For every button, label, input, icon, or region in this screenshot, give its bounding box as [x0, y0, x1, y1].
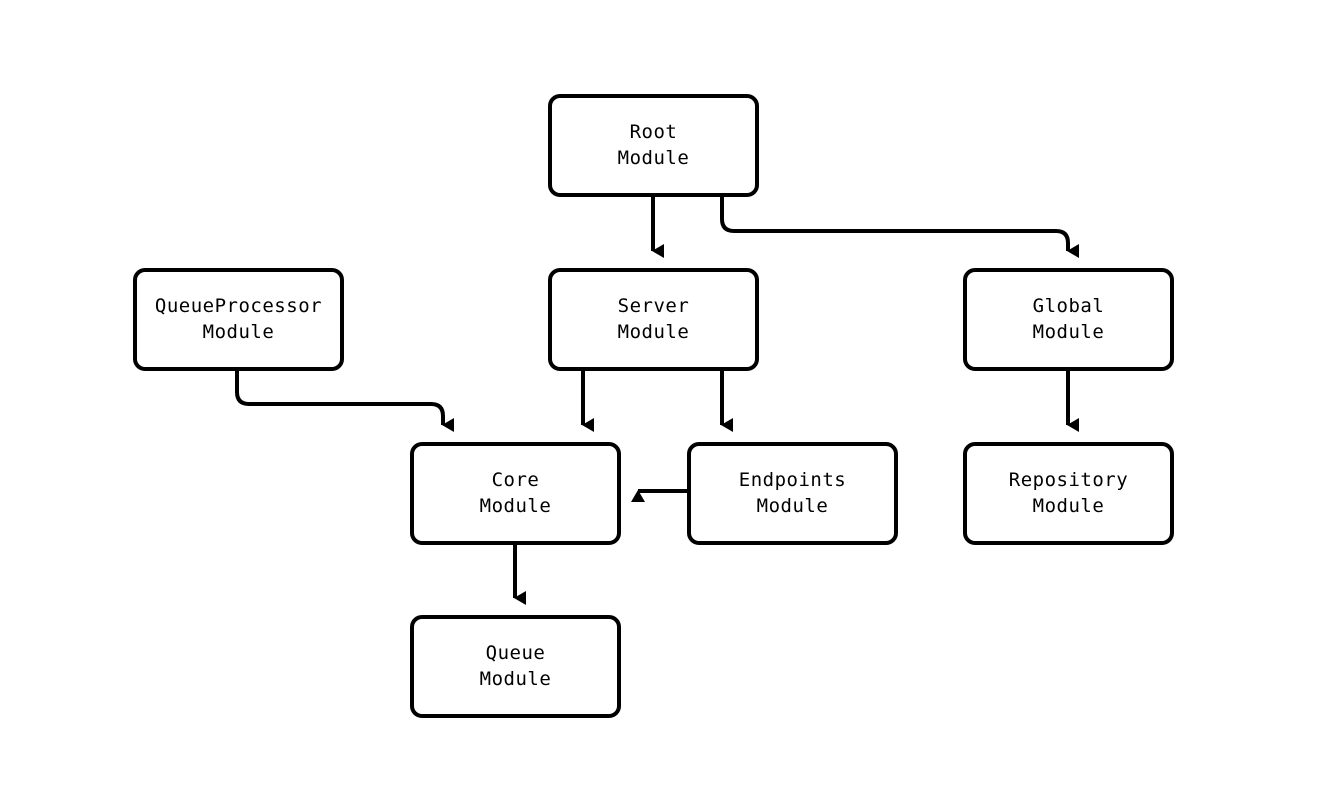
node-label: Server Module — [617, 295, 690, 343]
node-label: QueueProcessor Module — [154, 295, 323, 343]
node-repository-module[interactable]: Repository Module — [963, 442, 1174, 545]
node-endpoints-module[interactable]: Endpoints Module — [687, 442, 898, 545]
node-label: Queue Module — [479, 642, 552, 690]
node-label: Root Module — [617, 121, 690, 169]
node-label: Endpoints Module — [738, 469, 847, 517]
node-label: Repository Module — [1008, 469, 1129, 517]
node-server-module[interactable]: Server Module — [548, 268, 759, 371]
node-label: Global Module — [1032, 295, 1105, 343]
node-global-module[interactable]: Global Module — [963, 268, 1174, 371]
edge-root-to-global — [720, 197, 1079, 258]
edge-queueprocessor-to-core — [235, 371, 454, 432]
node-core-module[interactable]: Core Module — [410, 442, 621, 545]
node-queue-module[interactable]: Queue Module — [410, 615, 621, 718]
node-label: Core Module — [479, 469, 552, 517]
node-root-module[interactable]: Root Module — [548, 94, 759, 197]
node-queueprocessor-module[interactable]: QueueProcessor Module — [133, 268, 344, 371]
